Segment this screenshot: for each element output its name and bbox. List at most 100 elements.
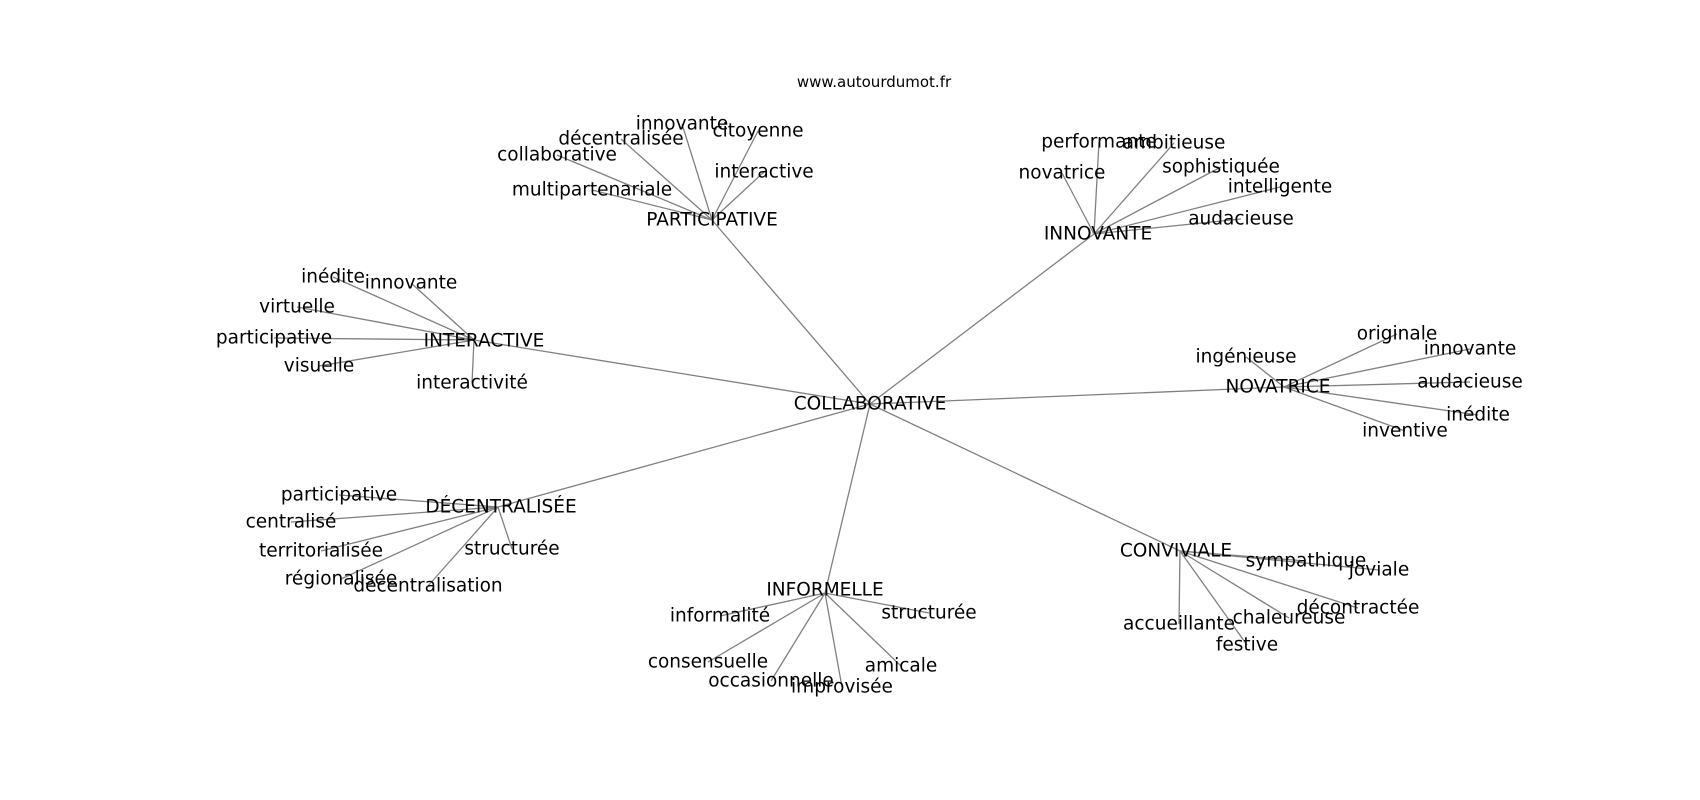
edge-hub-3-leaf-0 <box>1283 333 1398 388</box>
edge-hub-1-leaf-0 <box>1093 141 1100 235</box>
edge-hub-4-leaf-2 <box>320 506 499 552</box>
edge-center-to-5 <box>869 403 1181 552</box>
edge-hub-1-leaf-5 <box>1093 218 1242 235</box>
leaf-word: audacieuse <box>1417 372 1523 393</box>
leaf-word: performante <box>1041 132 1157 153</box>
leaf-word: innovante <box>1424 339 1517 360</box>
leaf-word: territorialisée <box>259 541 383 562</box>
edge-hub-1-leaf-4 <box>1093 186 1281 235</box>
edge-hub-3-leaf-5 <box>1283 386 1406 432</box>
leaf-word: innovante <box>365 273 458 294</box>
edge-hub-0-leaf-0 <box>681 123 713 221</box>
edge-hub-4-leaf-5 <box>427 506 499 587</box>
leaf-word: inventive <box>1362 421 1448 442</box>
edge-hub-1-leaf-1 <box>1093 142 1175 235</box>
edge-hub-4-leaf-1 <box>290 506 499 523</box>
edge-hub-6-leaf-5 <box>824 592 843 688</box>
edge-hub-2-leaf-2 <box>296 306 475 341</box>
edge-hub-5-leaf-1 <box>1179 550 1380 571</box>
leaf-word: centralisé <box>246 512 337 533</box>
leaf-word: décentralisée <box>558 129 683 150</box>
edge-hub-6-leaf-4 <box>770 592 826 682</box>
edge-hub-0-leaf-2 <box>620 138 713 221</box>
leaf-word: audacieuse <box>1188 209 1294 230</box>
hub-word: DÉCENTRALISÉE <box>425 496 576 518</box>
edge-hub-3-leaf-1 <box>1283 348 1471 388</box>
leaf-word: informalité <box>670 606 770 627</box>
edge-hub-3-leaf-4 <box>1283 386 1479 416</box>
edge-hub-5-leaf-3 <box>1179 550 1290 619</box>
leaf-word: accueillante <box>1123 614 1235 635</box>
source-watermark: www.autourdumot.fr <box>796 73 952 91</box>
leaf-word: structurée <box>464 539 559 560</box>
leaf-word: amicale <box>865 656 938 677</box>
edge-center-to-3 <box>869 386 1285 405</box>
edge-hub-3-leaf-2 <box>1245 356 1285 388</box>
leaf-word: ingénieuse <box>1196 347 1297 368</box>
leaf-word: intelligente <box>1228 177 1332 198</box>
edge-hub-0-leaf-3 <box>556 154 713 221</box>
leaf-word: collaborative <box>497 145 617 166</box>
leaf-word: novatrice <box>1019 163 1106 184</box>
leaf-word: interactive <box>714 162 813 183</box>
leaf-word: sympathique <box>1246 551 1367 572</box>
leaf-word: improvisée <box>791 677 893 698</box>
edge-center-to-2 <box>473 339 871 405</box>
edge-hub-4-leaf-4 <box>340 506 499 580</box>
edge-hub-6-leaf-1 <box>824 592 930 614</box>
edge-center-to-1 <box>869 233 1095 405</box>
center-word: COLLABORATIVE <box>794 394 947 415</box>
edge-hub-4-leaf-0 <box>338 494 499 508</box>
hub-word: INNOVANTE <box>1044 224 1152 245</box>
edge-hub-2-leaf-5 <box>471 339 475 384</box>
leaf-word: interactivité <box>416 373 528 394</box>
leaf-word: ambitieuse <box>1123 133 1226 154</box>
edge-hub-1-leaf-2 <box>1093 166 1222 235</box>
leaf-word: festive <box>1216 635 1278 656</box>
edge-hub-6-leaf-3 <box>824 592 902 667</box>
leaf-word: joviale <box>1348 560 1409 581</box>
hub-word: PARTICIPATIVE <box>646 210 778 231</box>
hub-word: NOVATRICE <box>1226 377 1331 398</box>
leaf-word: structurée <box>881 603 976 624</box>
leaf-word: chaleureuse <box>1233 608 1346 629</box>
edge-hub-5-leaf-2 <box>1179 550 1359 609</box>
edge-center-to-4 <box>497 403 871 508</box>
leaf-word: sophistiquée <box>1162 157 1280 178</box>
edge-hub-2-leaf-1 <box>410 282 475 341</box>
edge-hub-6-leaf-2 <box>707 592 826 663</box>
edge-center-to-6 <box>824 403 871 594</box>
edge-hub-5-leaf-4 <box>1178 550 1181 625</box>
leaf-word: consensuelle <box>648 652 768 673</box>
hub-word: INFORMELLE <box>766 580 883 601</box>
leaf-word: virtuelle <box>259 297 335 318</box>
leaf-word: participative <box>281 485 397 506</box>
leaf-word: décontractée <box>1297 598 1420 619</box>
edge-hub-0-leaf-5 <box>591 189 713 221</box>
edge-hub-3-leaf-3 <box>1283 381 1471 388</box>
edge-hub-1-leaf-3 <box>1061 172 1095 235</box>
leaf-word: citoyenne <box>712 121 803 142</box>
leaf-word: occasionnelle <box>708 671 834 692</box>
edge-hub-0-leaf-1 <box>711 130 759 221</box>
edge-hub-0-leaf-4 <box>711 171 765 221</box>
leaf-word: régionalisée <box>285 569 398 590</box>
edge-hub-4-leaf-3 <box>497 506 513 550</box>
leaf-word: décentralisation <box>353 576 502 597</box>
edge-hub-5-leaf-5 <box>1179 550 1248 646</box>
leaf-word: visuelle <box>284 356 355 377</box>
leaf-word: originale <box>1357 324 1438 345</box>
leaf-word: innovante <box>636 114 729 135</box>
hub-word: INTERACTIVE <box>424 331 545 352</box>
edge-hub-6-leaf-0 <box>719 592 826 617</box>
edge-center-to-0 <box>711 219 871 405</box>
leaf-word: inédite <box>301 267 365 288</box>
edge-hub-2-leaf-3 <box>273 337 475 341</box>
edge-hub-2-leaf-4 <box>318 339 475 367</box>
leaf-word: inédite <box>1446 405 1510 426</box>
leaf-word: multipartenariale <box>512 180 672 201</box>
leaf-word: participative <box>216 328 332 349</box>
edge-hub-2-leaf-0 <box>332 276 475 341</box>
hub-word: CONVIVIALE <box>1120 541 1232 562</box>
